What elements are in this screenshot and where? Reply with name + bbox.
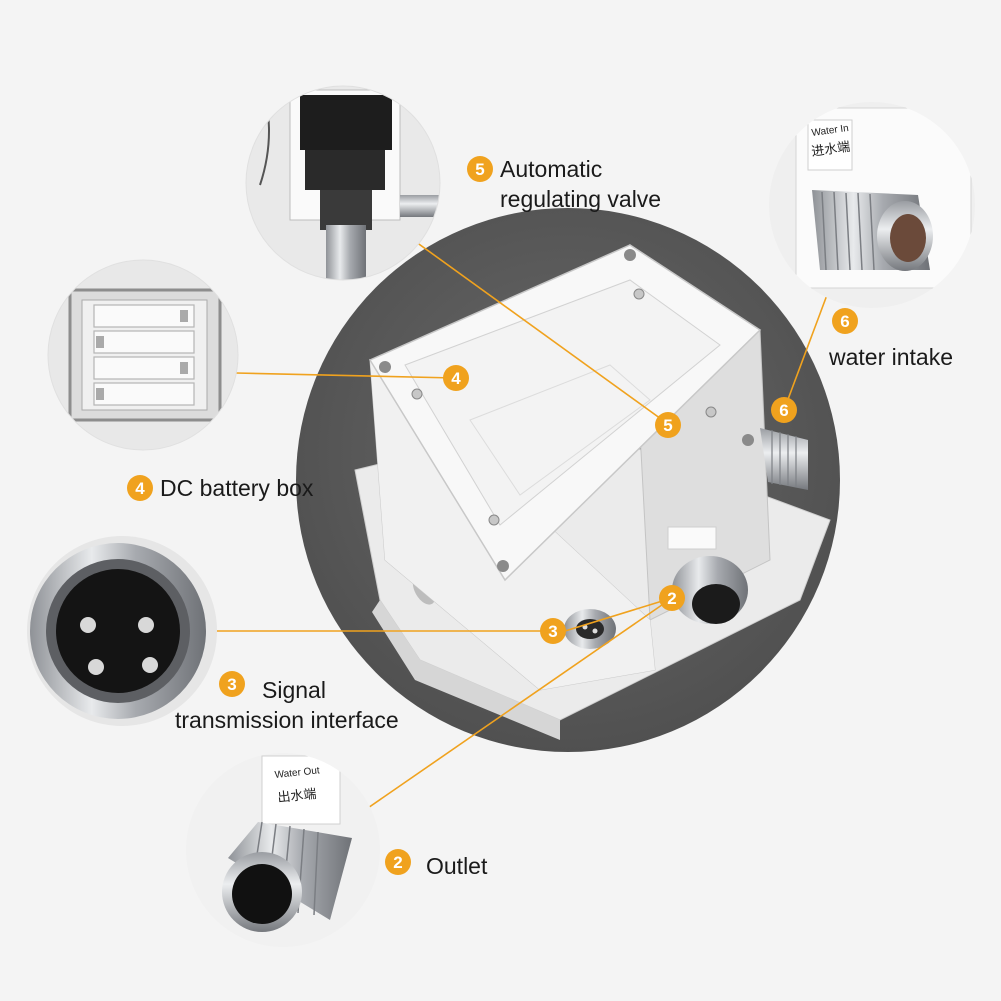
callout-badge-5: 5 <box>467 156 493 182</box>
main-device <box>354 244 831 740</box>
water-in-label: Water In <box>811 123 850 139</box>
callout-valve-line1: Automatic <box>500 156 603 182</box>
device-badge-3: 3 <box>540 618 566 644</box>
svg-text:3: 3 <box>548 622 557 641</box>
callout-badge-4: 4 <box>127 475 153 501</box>
callout-signal-line1: Signal <box>262 677 326 703</box>
water-out-cn-label: 出水端 <box>277 787 317 806</box>
svg-text:3: 3 <box>227 675 236 694</box>
water-out-label: Water Out <box>274 765 320 781</box>
callout-badge-3: 3 <box>219 671 245 697</box>
callout-badge-6: 6 <box>832 308 858 334</box>
inset-signal-plug <box>27 536 217 726</box>
callout-badge-2: 2 <box>385 849 411 875</box>
inset-valve <box>245 85 441 281</box>
inset-intake: Water In 进水端 <box>769 102 975 308</box>
svg-text:2: 2 <box>393 853 402 872</box>
device-badge-5: 5 <box>655 412 681 438</box>
svg-text:6: 6 <box>779 401 788 420</box>
label-badges: 5 6 4 3 2 <box>127 156 858 875</box>
svg-text:4: 4 <box>451 369 461 388</box>
device-badge-4: 4 <box>443 365 469 391</box>
callout-valve-line2: regulating valve <box>500 186 662 212</box>
device-badges: 4 5 6 2 3 <box>443 365 797 644</box>
callout-outlet: Outlet <box>426 853 488 879</box>
callout-battery: DC battery box <box>160 475 314 501</box>
inset-outlet: Water Out 出水端 <box>186 753 380 947</box>
callout-signal-line2: transmission interface <box>175 707 399 733</box>
water-in-cn-label: 进水端 <box>810 140 851 160</box>
svg-text:4: 4 <box>135 479 145 498</box>
device-badge-6: 6 <box>771 397 797 423</box>
svg-text:5: 5 <box>475 160 484 179</box>
svg-text:6: 6 <box>840 312 849 331</box>
device-badge-2: 2 <box>659 585 685 611</box>
callout-intake: water intake <box>829 344 954 370</box>
svg-text:5: 5 <box>663 416 672 435</box>
leader-lines <box>215 233 828 811</box>
svg-text:2: 2 <box>667 589 676 608</box>
inset-battery <box>47 259 239 451</box>
